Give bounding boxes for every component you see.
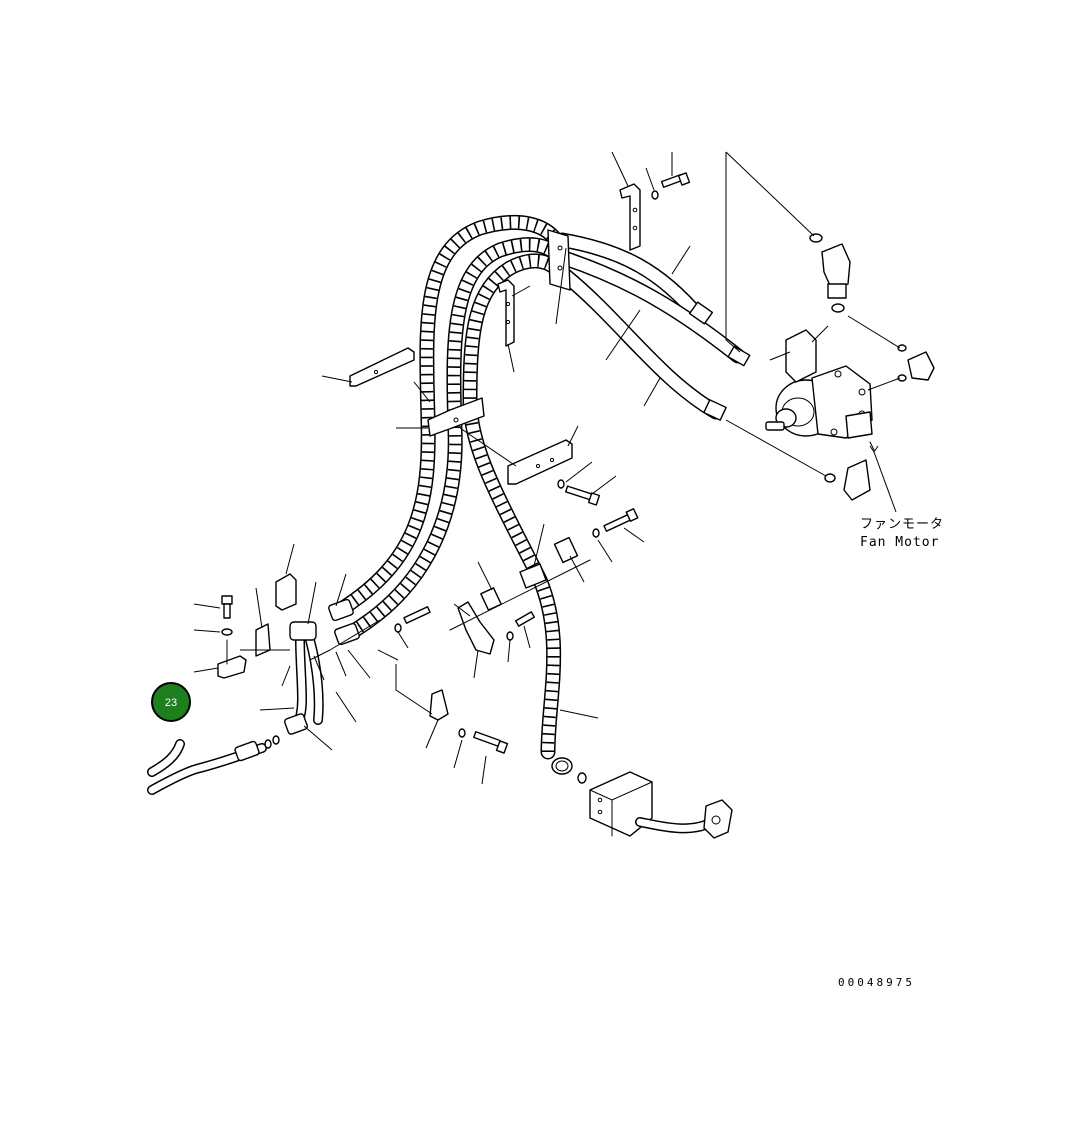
left-fittings bbox=[147, 598, 360, 795]
leader-lines bbox=[193, 151, 901, 785]
valve-block bbox=[551, 757, 733, 839]
fan-motor bbox=[765, 233, 935, 501]
page-badge: 23 bbox=[151, 682, 191, 722]
brackets bbox=[217, 183, 641, 721]
fan-motor-label-en: Fan Motor bbox=[860, 535, 939, 550]
bolts-washers bbox=[221, 172, 691, 754]
wrapped-hose-bundle bbox=[332, 214, 568, 760]
hose-clamp-lower bbox=[519, 563, 547, 589]
drawing-code: 00048975 bbox=[838, 976, 915, 989]
hose-clamp-upper bbox=[547, 229, 571, 291]
page-badge-circle bbox=[151, 682, 191, 722]
page-badge-number: 23 bbox=[165, 697, 177, 709]
fan-motor-label-jp: ファンモータ bbox=[860, 517, 944, 532]
hose-clamp-mid bbox=[427, 397, 485, 437]
motor-hoses bbox=[554, 232, 751, 421]
